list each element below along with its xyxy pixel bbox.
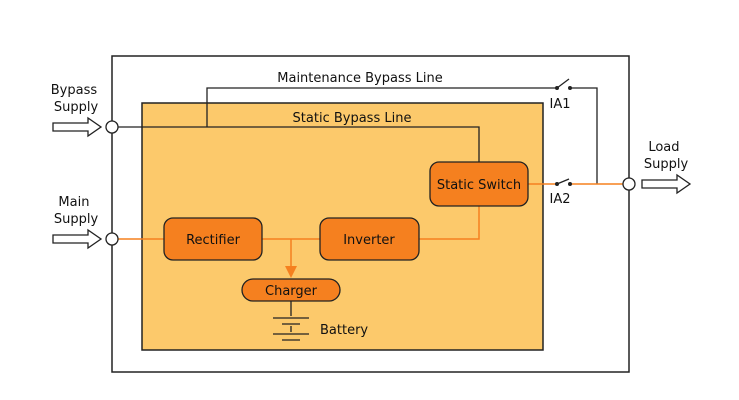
inverter-switch-line bbox=[419, 206, 480, 240]
load-supply-label: Load Supply bbox=[644, 140, 689, 172]
static-bypass-line bbox=[118, 126, 480, 162]
battery-label: Battery bbox=[320, 323, 368, 338]
main-terminal bbox=[105, 232, 119, 246]
rectifier-block bbox=[163, 217, 263, 261]
ia1-switch bbox=[555, 78, 572, 90]
ia2-label: IA2 bbox=[550, 192, 571, 207]
static-switch-label: Static Switch bbox=[437, 178, 521, 193]
maintenance-bypass-return bbox=[570, 87, 598, 184]
load-output-arrow bbox=[641, 173, 692, 195]
bypass-input-arrow bbox=[52, 116, 103, 138]
rectifier-label: Rectifier bbox=[186, 233, 240, 248]
ia2-switch bbox=[555, 178, 572, 186]
battery-symbol bbox=[273, 301, 309, 341]
main-supply-label: Main Supply bbox=[54, 195, 99, 227]
static-switch-block bbox=[429, 161, 529, 207]
inverter-block bbox=[319, 217, 420, 261]
ia1-label: IA1 bbox=[550, 97, 571, 112]
load-terminal bbox=[622, 177, 636, 191]
bypass-terminal bbox=[105, 120, 119, 134]
bypass-supply-label: Bypass Supply bbox=[51, 83, 102, 115]
inverter-label: Inverter bbox=[343, 233, 395, 248]
maintenance-bypass-line bbox=[206, 87, 557, 127]
charger-label: Charger bbox=[265, 284, 318, 299]
maintenance-bypass-label: Maintenance Bypass Line bbox=[277, 71, 442, 86]
main-input-arrow bbox=[52, 228, 103, 250]
static-bypass-label: Static Bypass Line bbox=[293, 111, 412, 126]
